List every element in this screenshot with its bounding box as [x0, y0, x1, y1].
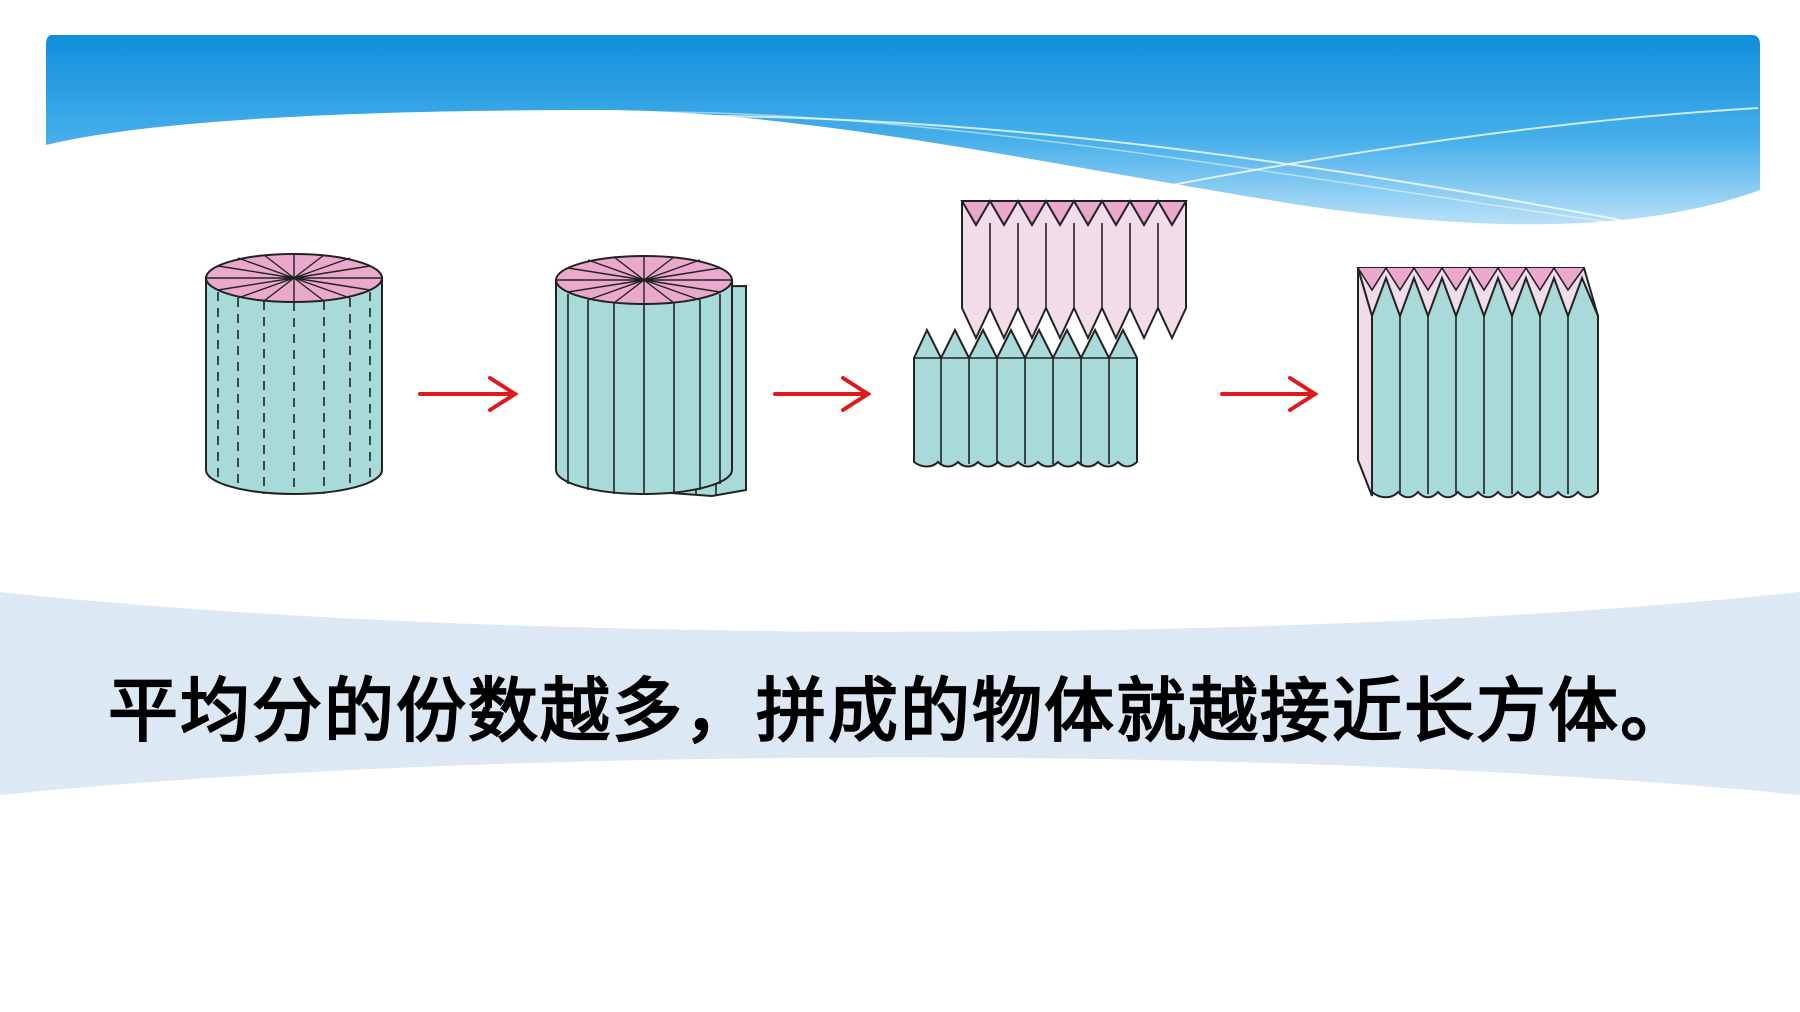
- slide-caption: 平均分的份数越多，拼成的物体就越接近长方体。: [108, 669, 1692, 752]
- diagram-step3-upper-comb: [960, 199, 1188, 341]
- arrow-1: [418, 376, 519, 412]
- arrow-2: [773, 376, 872, 412]
- arrow-3: [1220, 376, 1319, 412]
- caption-band: [0, 592, 1800, 795]
- diagram-step2-cut-cylinder: [555, 255, 747, 498]
- header-banner: [46, 35, 1760, 236]
- diagram-step1-cylinder: [205, 253, 383, 495]
- diagram-step3-lower-comb: [913, 327, 1138, 468]
- diagram-step4-approx-cuboid: [1356, 266, 1600, 499]
